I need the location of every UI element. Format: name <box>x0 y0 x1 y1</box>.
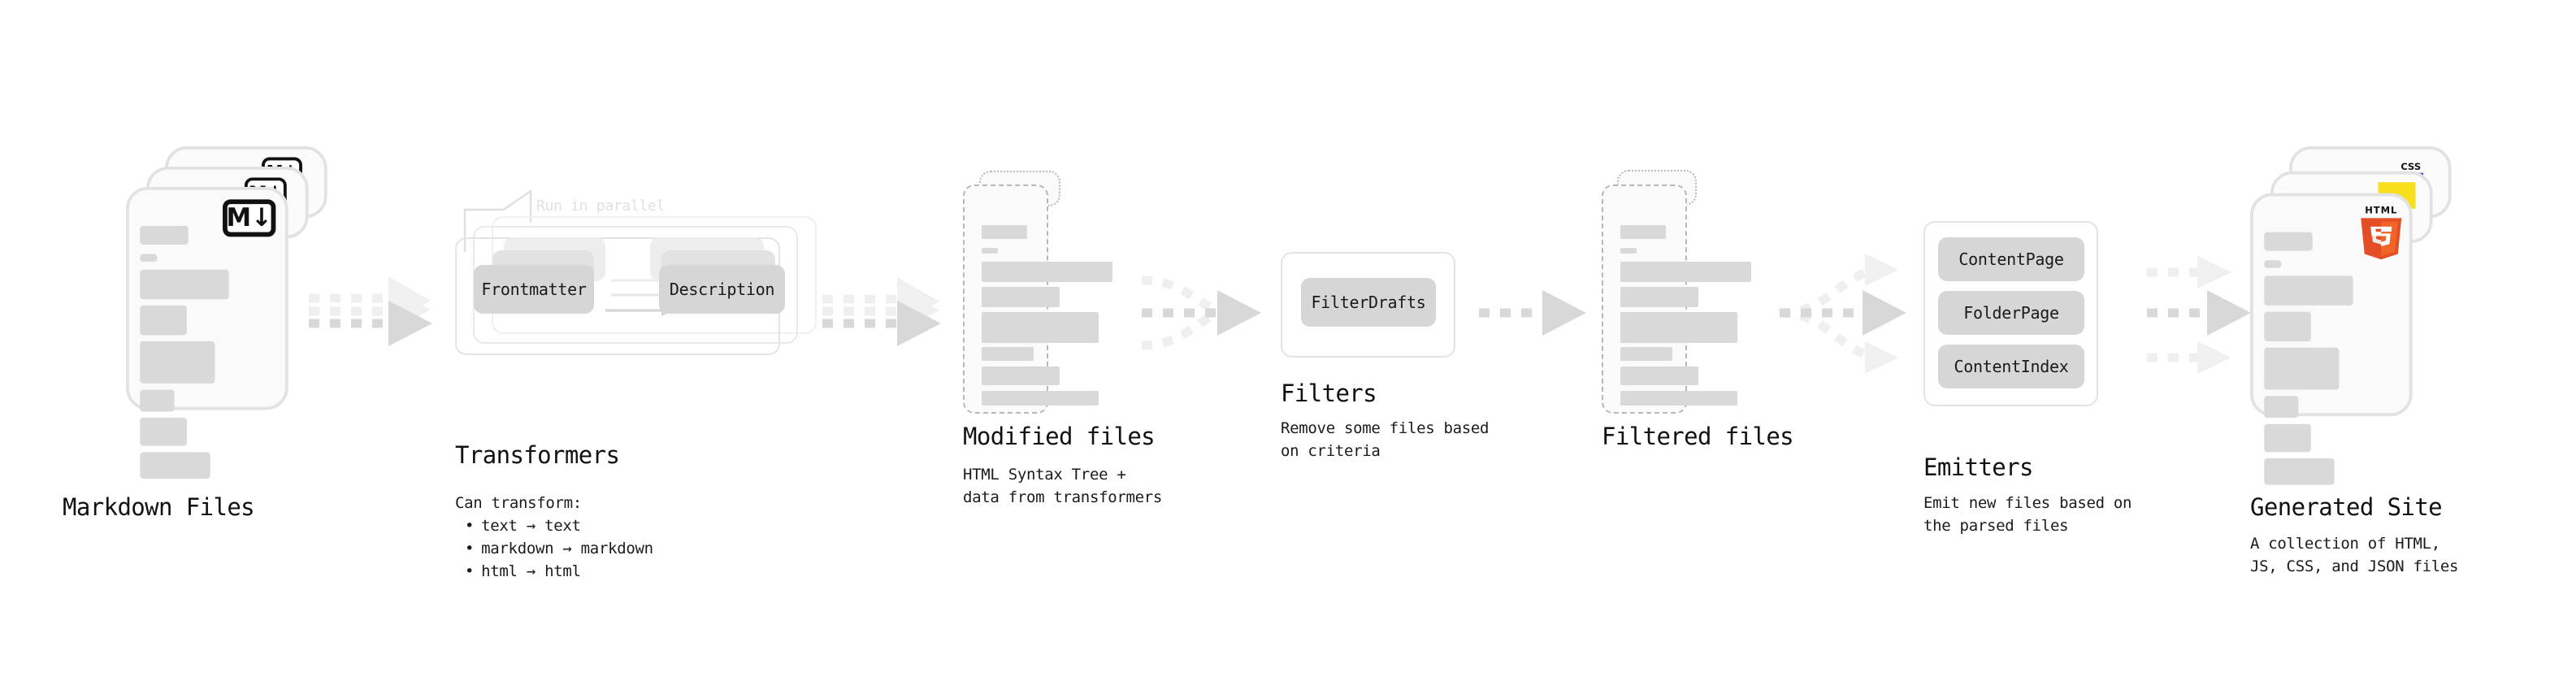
svg-text:HTML: HTML <box>2365 205 2397 216</box>
stage-title-markdown-files: Markdown Files <box>63 493 255 521</box>
transformer-pill-frontmatter[interactable]: Frontmatter <box>474 265 594 314</box>
skeleton-line <box>982 225 1027 239</box>
connector-emitters-to-site <box>2147 256 2251 374</box>
stage-subtitle-modified-files: HTML Syntax Tree + data from transformer… <box>963 466 1163 507</box>
stage-title-transformers: Transformers <box>455 441 620 469</box>
skeleton-line <box>982 347 1034 361</box>
transformers-bullet-list: Can transform: text → text markdown → ma… <box>455 492 653 583</box>
skeleton-line <box>2264 458 2335 485</box>
skeleton-line <box>2264 311 2311 342</box>
skeleton-line <box>1620 391 1737 406</box>
html5-icon-glyph: HTML <box>2361 205 2402 260</box>
stage-subtitle-emitters: Emit new files based on the parsed files <box>1923 494 2132 536</box>
skeleton-line <box>982 312 1099 343</box>
skeleton-line <box>140 418 187 446</box>
bullet-item: text → text <box>465 514 653 537</box>
stage-title-filtered-files: Filtered files <box>1602 423 1794 450</box>
stage-title-emitters: Emitters <box>1923 453 2033 481</box>
skeleton-line <box>140 452 210 479</box>
skeleton-line <box>2264 396 2299 419</box>
skeleton-line <box>2264 275 2353 306</box>
stage-subtitle-filters: Remove some files based on criteria <box>1281 419 1490 461</box>
skeleton-line <box>140 254 158 262</box>
skeleton-line <box>1620 225 1666 239</box>
skeleton-line <box>982 391 1099 406</box>
html5-icon: HTML <box>2357 202 2406 262</box>
stage-title-filters: Filters <box>1281 380 1377 407</box>
skeleton-line <box>140 225 189 245</box>
connector-filters-to-filtered <box>1479 290 1586 336</box>
skeleton-line <box>982 367 1060 385</box>
skeleton-line <box>1620 367 1698 385</box>
bullets-lead: Can transform: <box>455 494 582 512</box>
svg-text:CSS: CSS <box>2400 161 2421 172</box>
skeleton-line <box>140 305 187 336</box>
run-in-parallel-label: Run in parallel <box>536 197 666 215</box>
skeleton-line <box>982 248 998 254</box>
skeleton-line <box>1620 312 1737 343</box>
skeleton-line <box>2264 423 2311 453</box>
skeleton-line <box>140 341 215 384</box>
filters-box <box>1281 252 1455 358</box>
connector-markdown-to-transformers <box>309 276 432 346</box>
emitter-pill-contentpage[interactable]: ContentPage <box>1938 237 2084 281</box>
stage-title-generated-site: Generated Site <box>2250 493 2443 521</box>
transformer-pill-description[interactable]: Description <box>659 265 785 314</box>
connector-filtered-to-emitters <box>1779 254 1906 374</box>
skeleton-line <box>1620 347 1672 361</box>
skeleton-line <box>2264 260 2282 268</box>
skeleton-line <box>2264 347 2340 390</box>
filter-pill-filterdrafts[interactable]: FilterDrafts <box>1301 278 1436 327</box>
skeleton-line <box>140 269 229 300</box>
skeleton-line <box>1620 248 1637 254</box>
stage-subtitle-generated-site: A collection of HTML, JS, CSS, and JSON … <box>2250 535 2459 576</box>
bullet-item: html → html <box>465 560 653 583</box>
skeleton-line <box>140 389 175 412</box>
skeleton-line <box>1620 262 1751 282</box>
bullet-item: markdown → markdown <box>465 537 653 560</box>
emitters-box <box>1923 221 2098 406</box>
markdown-icon-front: M↓ <box>223 199 276 237</box>
skeleton-line <box>1620 287 1698 307</box>
emitter-pill-contentindex[interactable]: ContentIndex <box>1938 345 2084 388</box>
skeleton-line <box>2264 232 2313 251</box>
file-card-front <box>963 184 1112 414</box>
file-card-front <box>1602 184 1751 414</box>
stage-title-modified-files: Modified files <box>963 423 1156 450</box>
connector-transformers-to-modified <box>822 277 941 346</box>
connector-modified-to-filters <box>1141 275 1261 350</box>
emitter-pill-folderpage[interactable]: FolderPage <box>1938 291 2084 335</box>
skeleton-line <box>982 262 1112 282</box>
skeleton-line <box>982 287 1060 307</box>
